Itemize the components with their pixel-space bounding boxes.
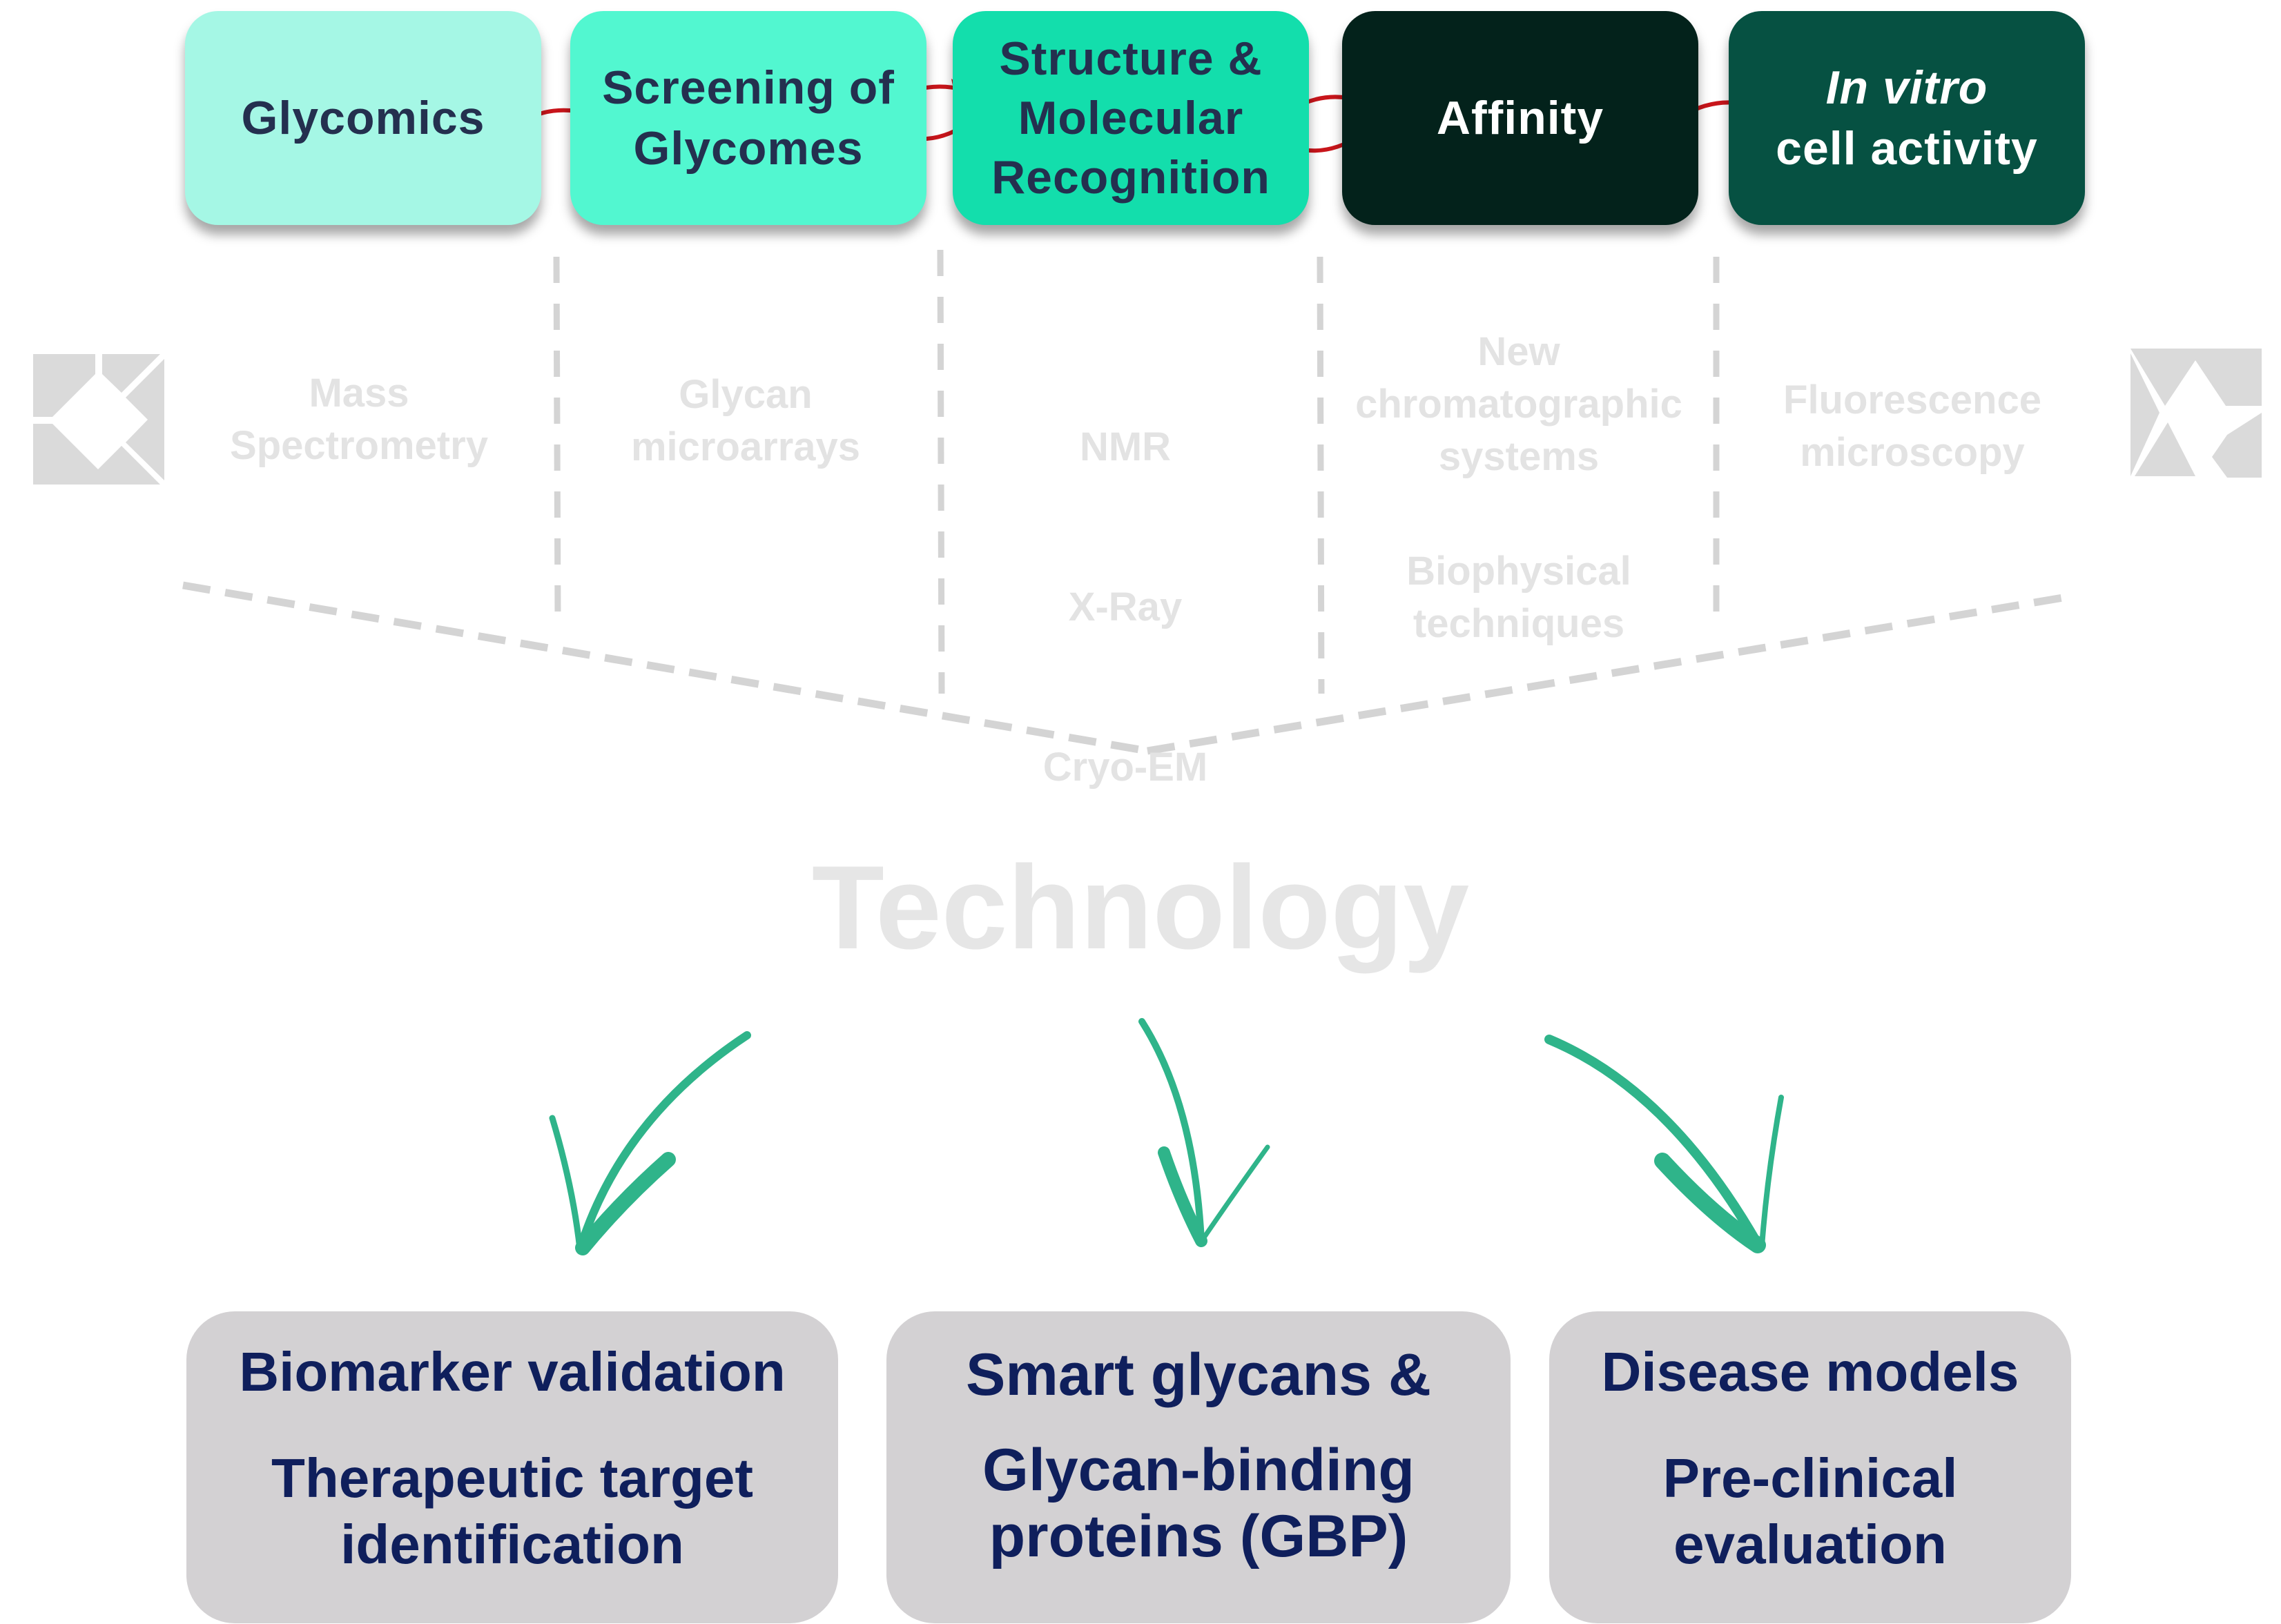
stage-label: cell activity: [1776, 122, 2038, 175]
arrow-to-biomarker: [549, 1031, 751, 1255]
column-separators: [553, 249, 1720, 694]
tech-chromatographic-systems: New chromatographic systems: [1355, 329, 1682, 479]
stage-label: Affinity: [1436, 92, 1604, 144]
outcome-subtitle: Glycan-binding proteins (GBP): [982, 1437, 1415, 1569]
stage-label-italic: In vitro: [1825, 61, 1988, 114]
outcome-biomarker: Biomarker validation Therapeutic target …: [186, 1311, 838, 1623]
stage-label: Screening of Glycomes: [602, 61, 895, 175]
tech-mass-spectrometry: Mass Spectrometry: [230, 371, 488, 468]
tech-x-ray: X-Ray: [1068, 585, 1183, 629]
stage-label: Glycomics: [241, 92, 485, 144]
stage-affinity: Affinity: [1342, 11, 1698, 225]
tech-fluorescence-microscopy: Fluorescence microscopy: [1783, 378, 2041, 475]
tech-biophysical-techniques: Biophysical techniques: [1406, 549, 1631, 646]
tech-cryo-em: Cryo-EM: [1042, 745, 1208, 790]
arrow-to-smart-glycans: [1138, 1018, 1270, 1247]
outcome-subtitle: Therapeutic target identification: [271, 1447, 753, 1575]
separator-3: [1317, 256, 1325, 694]
stage-in-vitro-cell-activity: In vitro cell activity: [1729, 11, 2085, 225]
stage-glycomics: Glycomics: [185, 11, 541, 225]
separator-1: [553, 256, 561, 622]
arrow-to-disease-models: [1544, 1035, 1784, 1253]
logo-left-icon: [33, 354, 164, 485]
tech-nmr: NMR: [1079, 424, 1172, 469]
separator-2: [937, 249, 945, 694]
funnel-right: [1147, 592, 2072, 755]
outcome-title: Disease models: [1601, 1341, 2019, 1402]
stage-label: Structure & Molecular Recognition: [991, 32, 1270, 204]
outcome-title: Smart glycans &: [966, 1342, 1431, 1408]
stage-structure-molecular-recognition: Structure & Molecular Recognition: [953, 11, 1309, 225]
outcome-title: Biomarker validation: [239, 1341, 786, 1402]
outcome-subtitle: Pre-clinical evaluation: [1662, 1447, 1958, 1575]
funnel-lines: [182, 581, 2072, 755]
tech-structure-methods: NMR X-Ray Cryo-EM: [953, 327, 1298, 888]
logo-right-icon: [2130, 349, 2262, 478]
technology-title: Technology: [811, 841, 1470, 974]
stage-screening-of-glycomes: Screening of Glycomes: [570, 11, 926, 225]
tech-affinity-methods: New chromatographic systems Biophysical …: [1332, 273, 1705, 703]
outcome-smart-glycans: Smart glycans & Glycan-binding proteins …: [886, 1311, 1511, 1623]
outcome-arrows: [549, 1018, 1784, 1255]
tech-glycan-microarrays: Glycan microarrays: [630, 372, 861, 469]
funnel-left: [182, 581, 1148, 755]
outcome-disease-models: Disease models Pre-clinical evaluation: [1549, 1311, 2071, 1623]
